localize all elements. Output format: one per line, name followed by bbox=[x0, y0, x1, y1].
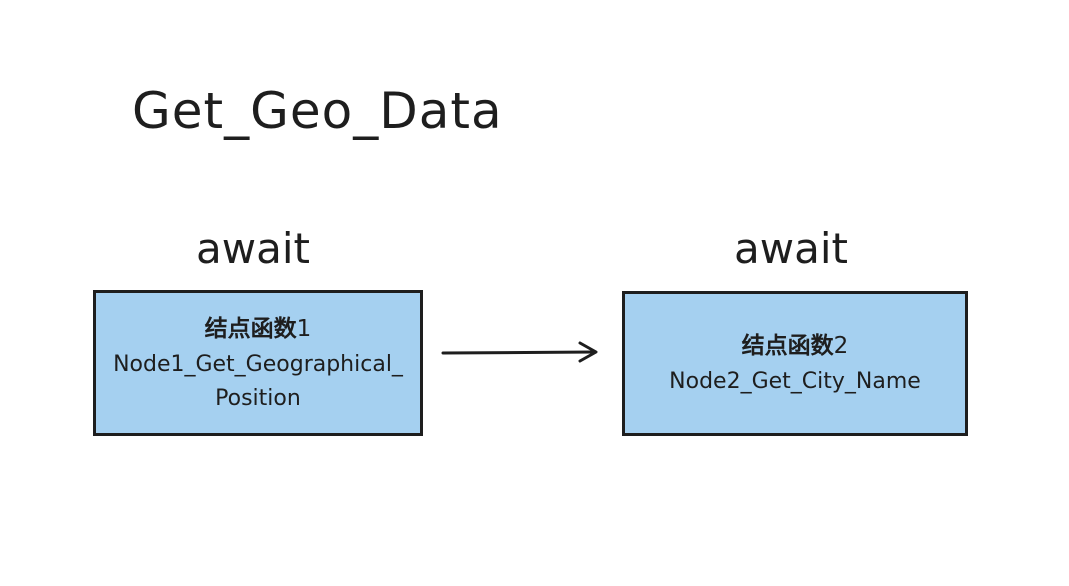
node-box-1: 结点函数1 Node1_Get_Geographical_Position bbox=[93, 290, 423, 436]
node-box-2: 结点函数2 Node2_Get_City_Name bbox=[622, 291, 968, 436]
await-label-node-1: await bbox=[196, 224, 310, 273]
node-2-number: 2 bbox=[833, 333, 849, 359]
flow-arrow bbox=[441, 341, 598, 363]
node-1-number: 1 bbox=[296, 315, 312, 342]
await-label-node-2: await bbox=[734, 224, 848, 273]
node-2-heading: 结点函数2 bbox=[742, 328, 849, 365]
node-2-function-name: Node2_Get_City_Name bbox=[669, 369, 921, 394]
node-1-label: 结点函数 bbox=[204, 315, 297, 342]
flow-arrow-shaft bbox=[441, 350, 596, 355]
flow-arrow-head bbox=[578, 341, 598, 363]
node-1-function-name: Node1_Get_Geographical_Position bbox=[113, 351, 403, 411]
node-1-heading: 结点函数1 bbox=[205, 311, 312, 348]
diagram-title: Get_Geo_Data bbox=[132, 82, 503, 140]
node-2-label: 结点函数 bbox=[741, 333, 834, 359]
